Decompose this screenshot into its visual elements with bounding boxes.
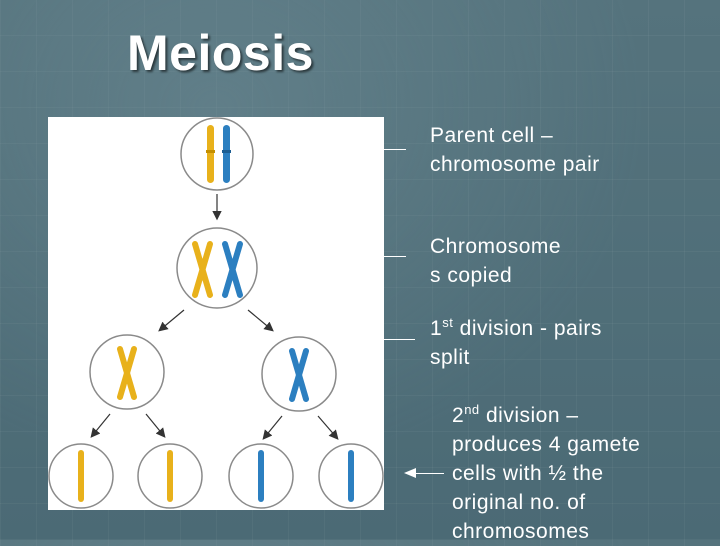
label-line: Chromosome (430, 235, 562, 258)
slide-title: Meiosis (127, 25, 314, 81)
daughter-cell-1 (89, 334, 165, 410)
blue-chromosome (223, 125, 230, 183)
label-line: produces 4 gamete (452, 433, 641, 456)
arrow (262, 415, 283, 440)
ordinal-suffix: st (442, 315, 454, 330)
leader-arrowhead (404, 468, 416, 478)
leader-line-first-division (384, 339, 415, 340)
yellow-x-chromosome (117, 346, 137, 400)
copied-cell (176, 227, 258, 309)
label-line: s copied (430, 264, 513, 287)
label-line: chromosome pair (430, 153, 600, 176)
label-text: division - pairs (453, 317, 602, 340)
meiosis-diagram (48, 117, 384, 510)
leader-line-parent (384, 149, 406, 150)
blue-x-chromosome (289, 348, 309, 402)
label-line: 2nd division – (452, 401, 640, 430)
arrow (145, 413, 166, 438)
arrow (317, 415, 339, 440)
label-line: 1st division - pairs (430, 314, 602, 343)
label-parent-cell: Parent cell – chromosome pair (430, 121, 600, 179)
gamete-cell-4 (318, 443, 384, 509)
label-line: Parent cell – (430, 124, 554, 147)
ordinal: 1 (430, 317, 443, 340)
yellow-x-chromosome (192, 241, 213, 298)
ordinal: 2 (452, 404, 465, 427)
label-text: division – (479, 404, 579, 427)
label-first-division: 1st division - pairs split (430, 314, 602, 372)
label-second-division: 2nd division – produces 4 gamete cells w… (452, 401, 640, 546)
gamete-cell-3 (228, 443, 294, 509)
label-line: original no. of (452, 491, 586, 514)
ordinal-suffix: nd (464, 402, 480, 417)
label-line: chromosomes (452, 520, 590, 543)
blue-x-chromosome (222, 241, 243, 298)
yellow-chromosome (207, 125, 214, 183)
leader-line-copied (384, 256, 406, 257)
label-line: split (430, 346, 470, 369)
arrow-right (247, 309, 274, 332)
arrow (90, 413, 111, 438)
parent-cell (180, 117, 254, 191)
gamete-cell-1 (48, 443, 114, 509)
arrow-left (158, 309, 185, 332)
leader-line-second-division (414, 473, 444, 474)
daughter-cell-2 (261, 336, 337, 412)
label-line: cells with ½ the (452, 462, 604, 485)
label-chromosomes-copied: Chromosome s copied (430, 232, 561, 290)
gamete-cell-2 (137, 443, 203, 509)
